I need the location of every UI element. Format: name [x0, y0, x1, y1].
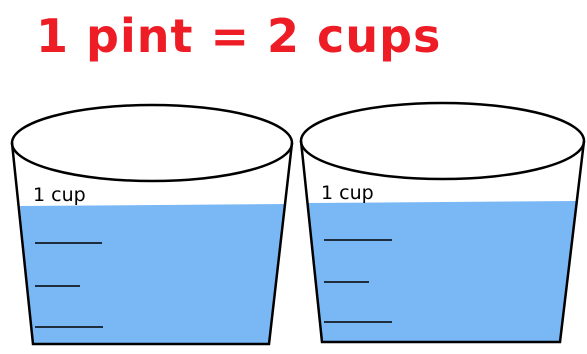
- cup-rim: [10, 103, 294, 183]
- cup-label: 1 cup: [33, 184, 86, 206]
- cup-body-outline: [10, 142, 294, 346]
- measuring-cup-left: 1 cup: [10, 103, 294, 346]
- cup-rim: [299, 101, 586, 181]
- cup-water: [20, 204, 286, 344]
- cup-body-outline: [299, 140, 586, 344]
- cup-label: 1 cup: [321, 182, 374, 204]
- cup-water: [308, 201, 578, 342]
- page-title: 1 pint = 2 cups: [36, 9, 442, 63]
- measuring-cup-right: 1 cup: [299, 101, 586, 344]
